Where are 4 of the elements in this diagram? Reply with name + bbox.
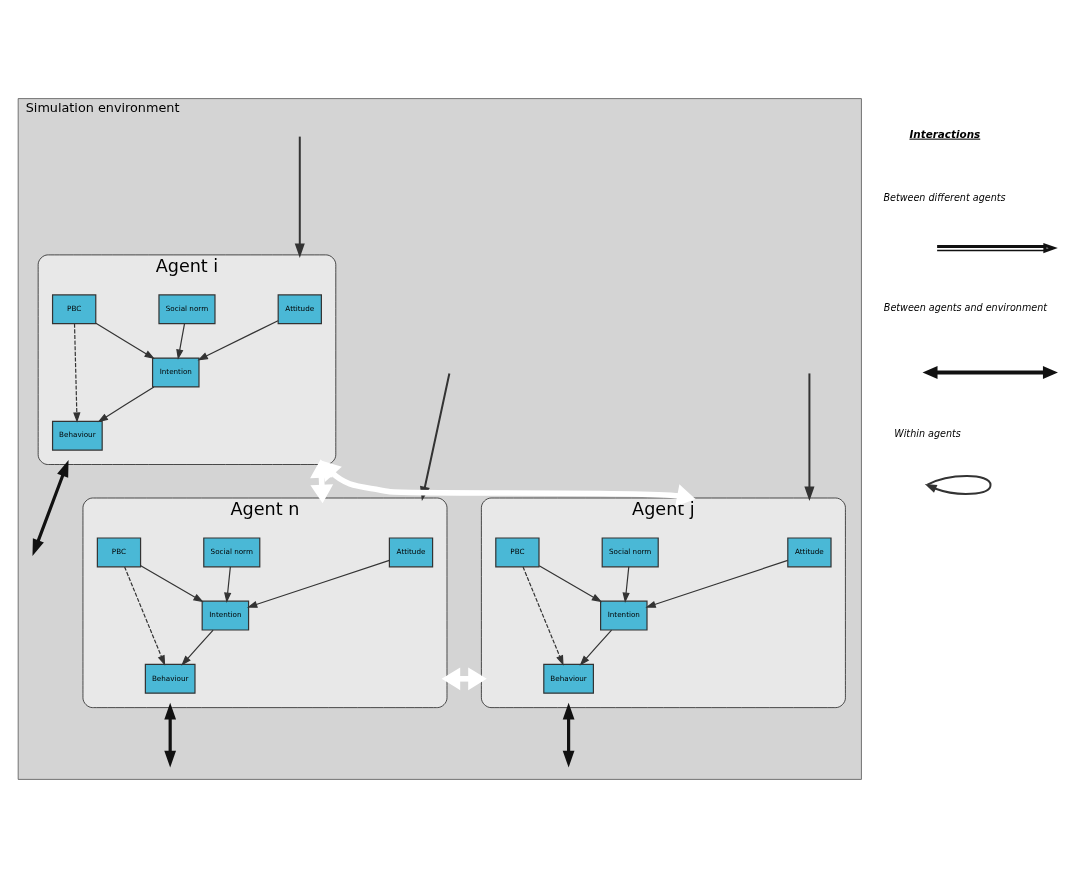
label: Interactions xyxy=(909,127,981,140)
legend-label: Between different agents xyxy=(883,191,1006,203)
legend-label: Within agents xyxy=(894,427,961,439)
legend-label: Between agents and environment xyxy=(883,301,1048,313)
